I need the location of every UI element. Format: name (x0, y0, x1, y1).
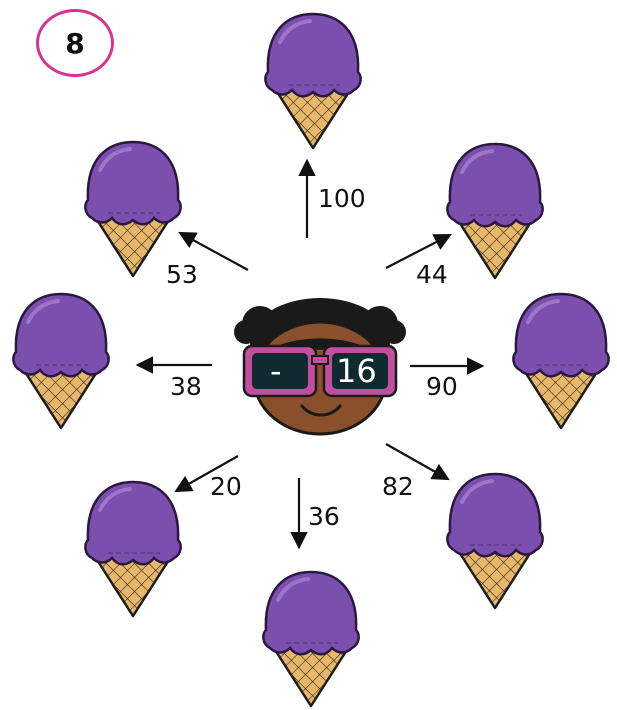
value-left: 38 (170, 374, 202, 399)
value-top-right: 44 (416, 262, 448, 287)
operand-value: 16 (336, 355, 377, 387)
value-bottom-left: 20 (210, 474, 242, 499)
value-bottom: 36 (308, 504, 340, 529)
value-bottom-right: 82 (382, 474, 414, 499)
operator-sign: - (270, 355, 282, 387)
value-top: 100 (318, 186, 366, 211)
girl-face-icon (230, 288, 410, 438)
value-top-left: 53 (166, 262, 198, 287)
value-right: 90 (426, 374, 458, 399)
